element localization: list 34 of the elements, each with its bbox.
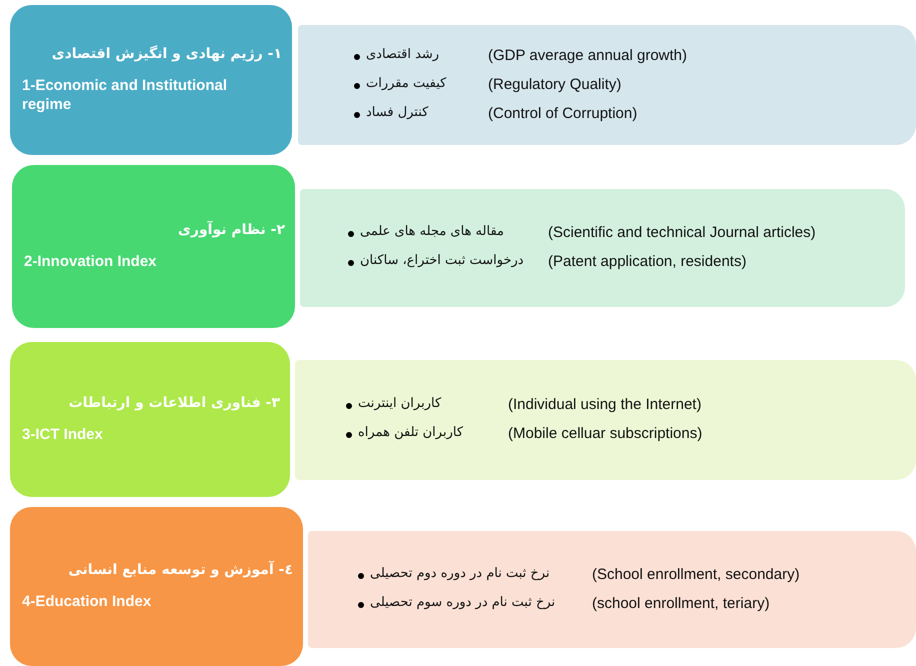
indicator-text: درخواست ثبت اختراع، ساکنان <box>360 253 524 268</box>
indicator-text: (GDP average annual growth) <box>488 46 687 64</box>
category-box <box>10 5 292 155</box>
indicator-panel <box>308 531 916 648</box>
indicator-text: (Regulatory Quality) <box>488 76 622 92</box>
indicator-panel <box>295 360 916 480</box>
category-title: ۲- نظام نوآوری <box>178 222 285 238</box>
indicator-text: (Individual using the Internet) <box>508 396 702 413</box>
indicator-text: کنترل فساد <box>366 104 428 120</box>
indicator-text: کاربران تلفن همراه <box>358 425 464 440</box>
indicator-text: (Scientific and technical Journal articles) <box>548 224 816 241</box>
indicator-text: نرخ ثبت نام در دوره سوم تحصیلی <box>370 594 556 610</box>
indicator-text: رشد اقتصادی <box>366 46 440 62</box>
category-title: ۱- رژیم نهادی و انگیزش اقتصادی <box>52 46 282 62</box>
indicator-text: (School enrollment, secondary) <box>592 566 800 582</box>
category-title: 2-Innovation Index <box>24 252 157 272</box>
category-box <box>10 507 303 666</box>
indicator-text: کاربران اینترنت <box>358 396 442 411</box>
category-title: ٤- آموزش و توسعه منابع انسانی <box>68 562 293 578</box>
category-title: 3-ICT Index <box>22 424 103 444</box>
indicator-text: مقاله های مجله های علمی <box>360 224 504 239</box>
indicator-text: کیفیت مقررات <box>366 76 446 90</box>
indicator-text: (Control of Corruption) <box>488 104 638 122</box>
category-box <box>12 165 295 328</box>
indicator-panel <box>300 189 905 307</box>
indicator-text: نرخ ثبت نام در دوره دوم تحصیلی <box>370 566 550 580</box>
indicator-panel <box>298 25 916 145</box>
category-title: ۳- فناوری اطلاعات و ارتباطات <box>68 394 280 411</box>
category-box <box>10 342 290 497</box>
category-title: 4-Education Index <box>22 592 152 612</box>
category-title: 1-Economic and Institutional regime <box>22 76 228 114</box>
indicator-text: (Patent application, residents) <box>548 253 746 270</box>
indicator-text: (Mobile celluar subscriptions) <box>508 425 702 442</box>
indicator-text: (school enrollment, teriary) <box>592 594 770 612</box>
